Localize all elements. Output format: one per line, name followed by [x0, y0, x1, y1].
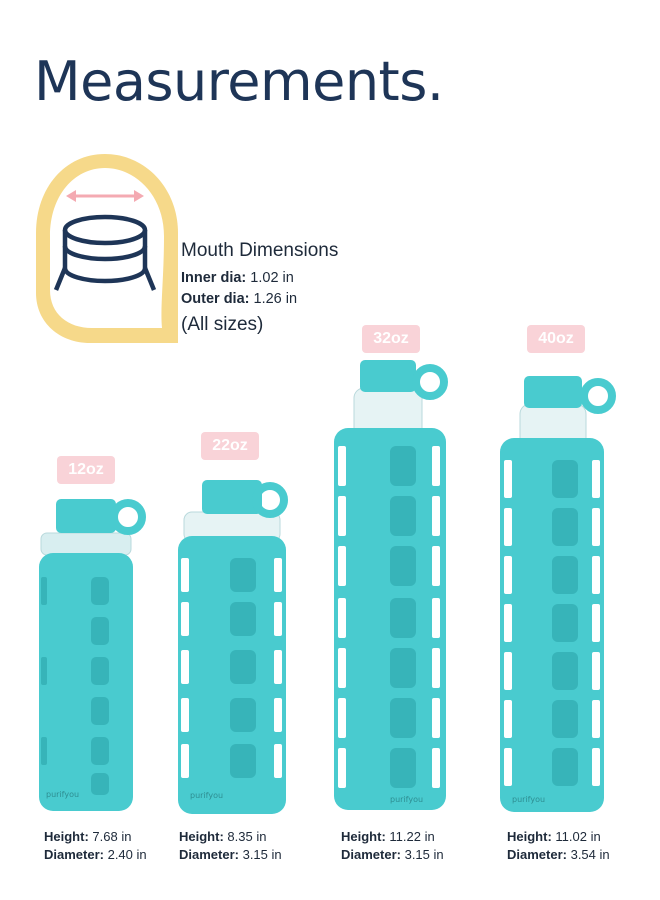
- brand-logo-22oz: purifyou: [190, 791, 223, 800]
- brand-logo-12oz: purifyou: [46, 790, 79, 799]
- height-row: Height: 11.22 in: [341, 828, 444, 846]
- all-sizes-note: (All sizes): [181, 314, 264, 335]
- diameter-label: Diameter:: [44, 847, 104, 862]
- diameter-row: Diameter: 3.15 in: [341, 846, 444, 864]
- size-badge-32oz: 32oz: [362, 325, 420, 353]
- spec-40oz: Height: 11.02 in Diameter: 3.54 in: [507, 828, 610, 864]
- bottle-12oz-image: purifyou: [39, 499, 146, 811]
- diameter-label: Diameter:: [341, 847, 401, 862]
- spec-32oz: Height: 11.22 in Diameter: 3.15 in: [341, 828, 444, 864]
- diameter-label: Diameter:: [179, 847, 239, 862]
- inner-dia-label: Inner dia:: [181, 270, 247, 286]
- diameter-value: 3.15 in: [404, 847, 444, 862]
- height-label: Height:: [341, 829, 386, 844]
- height-row: Height: 8.35 in: [179, 828, 282, 846]
- diameter-row: Diameter: 3.15 in: [179, 846, 282, 864]
- bottle-22oz-image: purifyou: [178, 480, 288, 814]
- bottle-40oz-image: purifyou: [500, 376, 616, 812]
- height-value: 8.35 in: [227, 829, 267, 844]
- bottle-mouth-icon: [36, 154, 178, 343]
- inner-diameter: Inner dia: 1.02 in: [181, 268, 338, 289]
- outer-dia-value: 1.26 in: [253, 291, 298, 307]
- brand-logo-40oz: purifyou: [512, 795, 545, 804]
- height-label: Height:: [179, 829, 224, 844]
- page-title: Measurements.: [34, 50, 444, 113]
- spec-22oz: Height: 8.35 in Diameter: 3.15 in: [179, 828, 282, 864]
- height-value: 7.68 in: [92, 829, 132, 844]
- outer-diameter: Outer dia: 1.26 in: [181, 289, 338, 310]
- inner-dia-value: 1.02 in: [250, 270, 294, 286]
- spec-12oz: Height: 7.68 in Diameter: 2.40 in: [44, 828, 147, 864]
- height-row: Height: 11.02 in: [507, 828, 610, 846]
- height-value: 11.02 in: [555, 829, 601, 844]
- diameter-value: 2.40 in: [107, 847, 147, 862]
- size-badge-22oz: 22oz: [201, 432, 259, 460]
- bottle-32oz-image: purifyou: [334, 360, 448, 810]
- diameter-row: Diameter: 2.40 in: [44, 846, 147, 864]
- mouth-heading: Mouth Dimensions: [181, 240, 339, 261]
- size-badge-40oz: 40oz: [527, 325, 585, 353]
- height-label: Height:: [44, 829, 89, 844]
- diameter-label: Diameter:: [507, 847, 567, 862]
- mouth-dimensions: Mouth Dimensions Inner dia: 1.02 in Oute…: [181, 240, 338, 336]
- outer-dia-label: Outer dia:: [181, 291, 250, 307]
- height-label: Height:: [507, 829, 552, 844]
- brand-logo-32oz: purifyou: [390, 795, 423, 804]
- height-row: Height: 7.68 in: [44, 828, 147, 846]
- double-arrow-icon: [66, 190, 144, 202]
- diameter-value: 3.15 in: [242, 847, 282, 862]
- height-value: 11.22 in: [389, 829, 435, 844]
- diameter-row: Diameter: 3.54 in: [507, 846, 610, 864]
- diameter-value: 3.54 in: [570, 847, 610, 862]
- size-badge-12oz: 12oz: [57, 456, 115, 484]
